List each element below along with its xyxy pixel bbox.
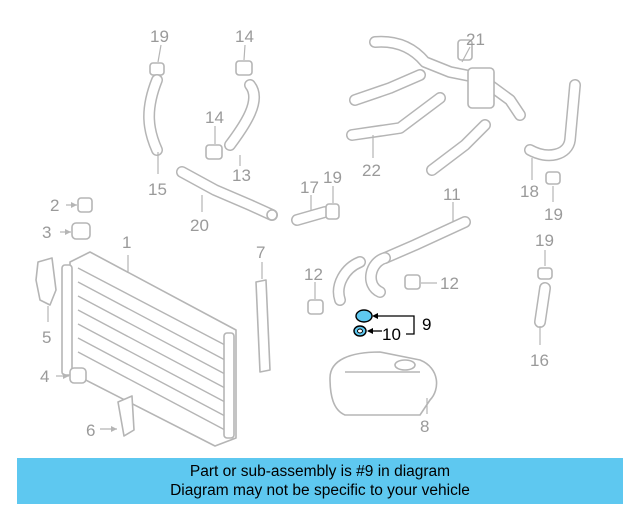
part-15-hose	[143, 74, 163, 156]
callout-14-b: 14	[205, 108, 224, 127]
part-4-mount	[69, 367, 87, 384]
part-11-hose	[332, 216, 471, 306]
part-18-hose	[524, 79, 581, 162]
part-21-hose-assembly	[349, 35, 526, 121]
part-19-clamp-mid	[325, 203, 340, 220]
part-22-pipe	[346, 92, 491, 176]
callout-18: 18	[520, 182, 539, 201]
part-13-hose	[224, 79, 261, 151]
banner-line-2: Diagram may not be specific to your vehi…	[170, 482, 470, 499]
part-2-plug	[77, 197, 93, 213]
callout-8: 8	[420, 417, 429, 436]
callout-4: 4	[40, 367, 49, 386]
callout-16: 16	[530, 351, 549, 370]
banner-line-1: Part or sub-assembly is #9 in diagram	[189, 463, 451, 480]
part-1-radiator	[61, 251, 237, 447]
callout-13: 13	[232, 166, 251, 185]
part-3-bracket	[71, 222, 91, 240]
callout-6: 6	[86, 421, 95, 440]
part-7-seal-strip	[255, 279, 271, 373]
part-10-seal	[353, 325, 367, 337]
parts-diagram: 19 15 14 14 13 20 21 22	[35, 27, 581, 447]
info-banner: Part or sub-assembly is #9 in diagram Di…	[17, 458, 623, 504]
part-9-cap	[355, 309, 373, 323]
part-14-clamp-top	[235, 60, 253, 76]
callout-19-a: 19	[150, 27, 169, 46]
callout-14-a: 14	[235, 27, 254, 46]
callout-9: 9	[422, 315, 431, 334]
callout-15: 15	[148, 180, 167, 199]
callout-12-a: 12	[304, 265, 323, 284]
part-12-clamp-right	[404, 274, 421, 290]
part-20-pipe	[176, 166, 278, 221]
callout-7: 7	[256, 243, 265, 262]
part-17-hose	[291, 206, 331, 226]
part-19-clamp-lower-right	[537, 267, 553, 280]
callout-22: 22	[362, 161, 381, 180]
callout-2: 2	[50, 196, 59, 215]
callout-5: 5	[42, 328, 51, 347]
callout-1: 1	[122, 233, 131, 252]
part-12-clamp-left	[307, 299, 324, 315]
part-6-bracket	[117, 395, 135, 437]
part-16-hose	[534, 282, 551, 328]
callout-10: 10	[382, 325, 401, 344]
part-19-clamp-top-left	[149, 62, 165, 76]
part-14-clamp-mid	[205, 144, 223, 160]
callout-21: 21	[466, 30, 485, 49]
callout-17: 17	[300, 178, 319, 197]
part-8-reservoir	[329, 351, 438, 416]
callout-19-c: 19	[323, 168, 342, 187]
callout-12-b: 12	[440, 274, 459, 293]
callout-11: 11	[443, 185, 461, 204]
callout-3: 3	[42, 223, 51, 242]
callout-19-b: 19	[544, 205, 563, 224]
part-19-clamp-right	[545, 171, 561, 185]
callout-19-d: 19	[535, 231, 554, 250]
part-5-bracket	[35, 257, 57, 306]
callout-20: 20	[190, 216, 209, 235]
